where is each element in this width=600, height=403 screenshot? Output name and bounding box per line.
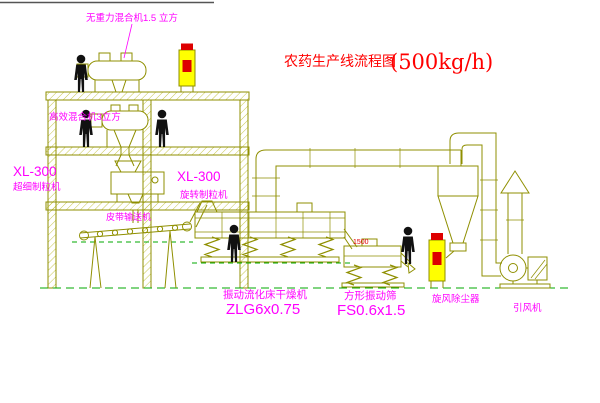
exhaust-stack — [500, 170, 530, 254]
ground-lines — [40, 241, 570, 289]
label-sieve-model: FS0.6x1.5 — [337, 302, 405, 319]
building-column — [239, 99, 249, 289]
worker-figure — [401, 226, 415, 264]
granulator — [110, 160, 165, 223]
cyclone-outlet-pipe — [449, 132, 502, 277]
drawing-capacity: (500kg/h) — [390, 50, 493, 74]
fan-motor — [527, 256, 548, 281]
sieve-motor — [361, 238, 378, 247]
vibrating-sieve — [341, 228, 416, 288]
label-gravity-mixer: 无重力混合机1.5 立方 — [86, 12, 178, 24]
worker-figure — [74, 54, 88, 92]
conveyor-pulley — [182, 221, 192, 232]
label-fine-granulator-model: XL-300 — [13, 164, 57, 179]
label-dimension: 1500 — [353, 239, 369, 246]
fluid-bed-dryer — [194, 200, 346, 263]
building-floor-beam — [45, 146, 250, 156]
exhaust-duct — [252, 148, 462, 212]
label-fine-granulator-name: 超细制粒机 — [13, 181, 61, 193]
label-high-eff-mixer: 高效混合机3立方 — [49, 111, 121, 123]
worker-figure — [227, 224, 241, 262]
belt-conveyor — [79, 202, 208, 289]
building-column — [47, 99, 57, 289]
mixer-motor — [90, 113, 103, 128]
cyclone-dust-collector — [437, 165, 479, 259]
building-floor-beam — [45, 91, 250, 101]
label-dryer-name: 振动流化床干燥机 — [223, 288, 307, 301]
induced-draft-fan — [499, 254, 551, 289]
label-belt-conveyor: 皮带输送机 — [106, 211, 151, 222]
bucket-elevator-2 — [428, 233, 446, 288]
label-cyclone: 旋风除尘器 — [432, 293, 480, 305]
worker-figure — [155, 109, 169, 147]
label-rotary-granulator-name: 旋转制粒机 — [180, 189, 228, 201]
conveyor-pulley — [79, 230, 89, 241]
drawing-title: 农药生产线流程图 — [284, 53, 396, 69]
leader-line — [123, 23, 133, 59]
high-efficiency-mixer — [90, 104, 149, 167]
building-floor-beam — [45, 201, 250, 211]
annotations: 农药生产线流程图 (500kg/h) 无重力混合机1.5 立方 高效混合机3立方… — [13, 12, 542, 319]
label-dryer-model: ZLG6x0.75 — [226, 301, 300, 318]
label-rotary-granulator-model: XL-300 — [177, 169, 221, 184]
bucket-elevator-1 — [178, 43, 196, 92]
label-induced-fan: 引风机 — [513, 302, 542, 314]
gravity-mixer — [76, 52, 147, 93]
label-sieve-name: 方形振动筛 — [344, 289, 397, 302]
